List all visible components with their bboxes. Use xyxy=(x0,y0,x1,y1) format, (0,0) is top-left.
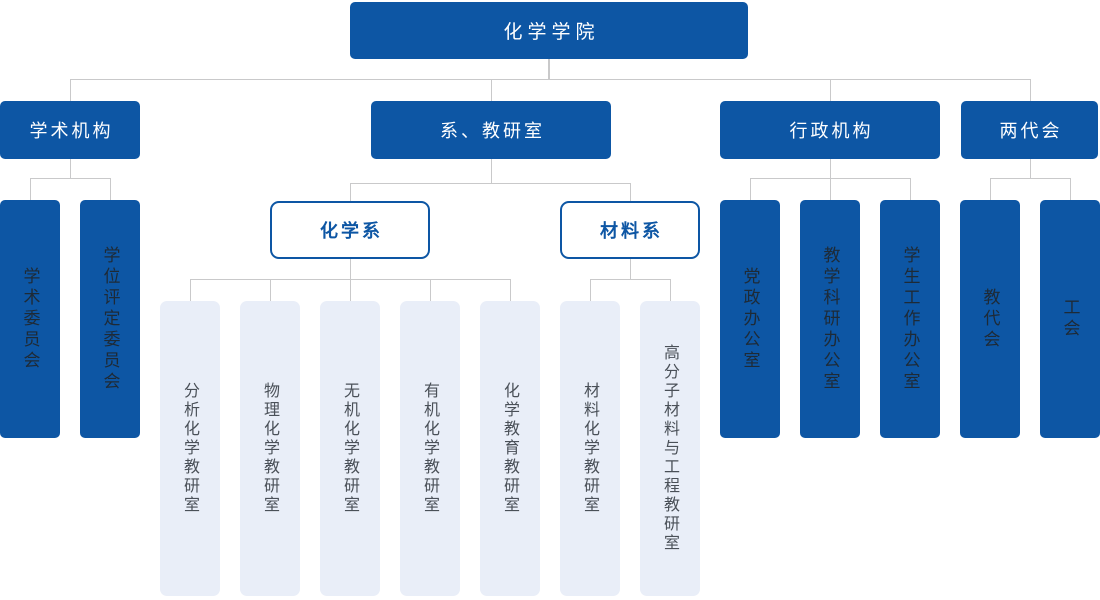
connector-line xyxy=(190,279,191,301)
node-faculty-congress: 教代会 xyxy=(960,200,1020,438)
connector-line xyxy=(350,183,630,184)
node-analytical-chemistry-office: 分析化学教研室 xyxy=(160,301,220,596)
connector-line xyxy=(70,79,71,101)
connector-line xyxy=(350,279,351,301)
node-organic-chemistry-office: 有机化学教研室 xyxy=(400,301,460,596)
connector-line xyxy=(270,279,271,301)
connector-line xyxy=(70,79,1031,80)
connector-line xyxy=(430,279,431,301)
org-root-node: 化学学院 xyxy=(350,2,748,59)
connector-line xyxy=(830,178,831,200)
connector-line xyxy=(30,178,110,179)
connector-line xyxy=(830,159,831,178)
connector-line xyxy=(350,259,351,279)
branch-academic-orgs: 学术机构 xyxy=(0,101,140,159)
connector-line xyxy=(110,178,111,200)
node-chemistry-education-office: 化学教育教研室 xyxy=(480,301,540,596)
node-academic-committee: 学术委员会 xyxy=(0,200,60,438)
node-chemistry-dept: 化学系 xyxy=(270,201,430,259)
branch-admin-orgs: 行政机构 xyxy=(720,101,940,159)
node-inorganic-chemistry-office: 无机化学教研室 xyxy=(320,301,380,596)
connector-line xyxy=(491,79,492,101)
connector-line xyxy=(590,279,591,301)
connector-line xyxy=(670,279,671,301)
branch-congresses: 两代会 xyxy=(961,101,1098,159)
node-physical-chemistry-office: 物理化学教研室 xyxy=(240,301,300,596)
connector-line xyxy=(350,183,351,201)
node-degree-evaluation-committee: 学位评定委员会 xyxy=(80,200,140,438)
node-teaching-research-office: 教学科研办公室 xyxy=(800,200,860,438)
node-polymer-materials-engineering-office: 高分子材料与工程教研室 xyxy=(640,301,700,596)
node-materials-chemistry-office: 材料化学教研室 xyxy=(560,301,620,596)
connector-line xyxy=(630,259,631,279)
connector-line xyxy=(1030,159,1031,178)
connector-line xyxy=(990,178,991,200)
branch-departments: 系、教研室 xyxy=(371,101,611,159)
connector-line xyxy=(1070,178,1071,200)
connector-line xyxy=(491,159,492,183)
connector-line xyxy=(70,159,71,178)
connector-line xyxy=(830,79,831,101)
node-labor-union: 工会 xyxy=(1040,200,1100,438)
connector-line xyxy=(590,279,670,280)
node-student-affairs-office: 学生工作办公室 xyxy=(880,200,940,438)
connector-line xyxy=(30,178,31,200)
connector-line xyxy=(1030,79,1031,101)
connector-line xyxy=(630,183,631,201)
connector-line xyxy=(990,178,1070,179)
node-materials-dept: 材料系 xyxy=(560,201,700,259)
connector-line xyxy=(548,59,550,80)
node-party-admin-office: 党政办公室 xyxy=(720,200,780,438)
connector-line xyxy=(750,178,751,200)
connector-line xyxy=(910,178,911,200)
connector-line xyxy=(510,279,511,301)
